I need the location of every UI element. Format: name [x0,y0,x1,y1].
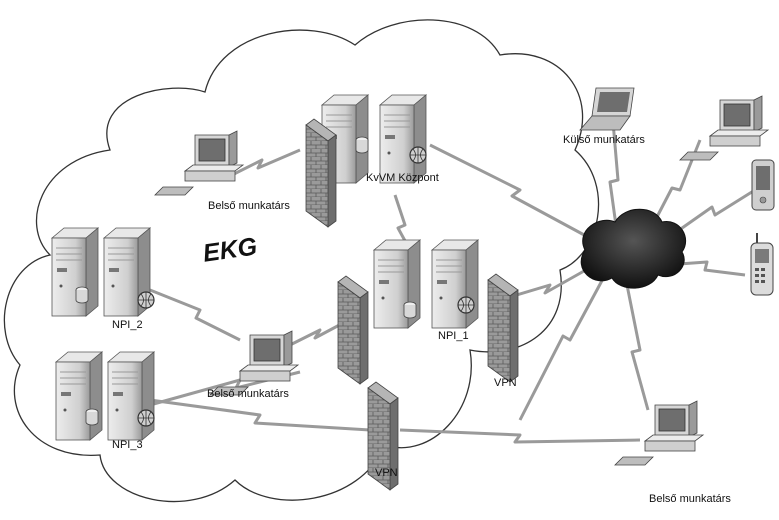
laptop-icon [579,87,635,131]
globe-icon [137,291,155,309]
label-belso-top: Belső munkatárs [208,200,290,212]
globe-icon [457,296,475,314]
mobile-phone-icon [750,233,774,296]
globe-icon [409,146,427,164]
npi3-server-2 [107,351,155,441]
label-vpn-bottom: VPN [375,467,398,479]
npi3-server-1 [55,351,103,441]
internet-cloud-icon [580,208,687,289]
pda-icon [751,159,775,211]
label-kulso: Külső munkatárs [563,134,645,146]
label-vpn-right: VPN [494,377,517,389]
label-npi1: NPI_1 [438,330,469,342]
network-links [149,109,756,444]
label-belso-bottom: Belső munkatárs [649,493,731,505]
workstation-icon [614,400,704,466]
npi1-server-2 [431,239,479,329]
firewall-icon [337,275,369,385]
workstation-icon [679,95,769,161]
kvvm-server-2 [379,94,427,184]
label-kvvm: KvVM Központ [366,172,439,184]
label-npi3: NPI_3 [112,439,143,451]
label-belso-mid: Belső munkatárs [207,388,289,400]
firewall-icon [305,118,337,228]
label-npi2: NPI_2 [112,319,143,331]
npi2-server-1 [51,227,99,317]
globe-icon [137,409,155,427]
firewall-icon [487,273,519,383]
